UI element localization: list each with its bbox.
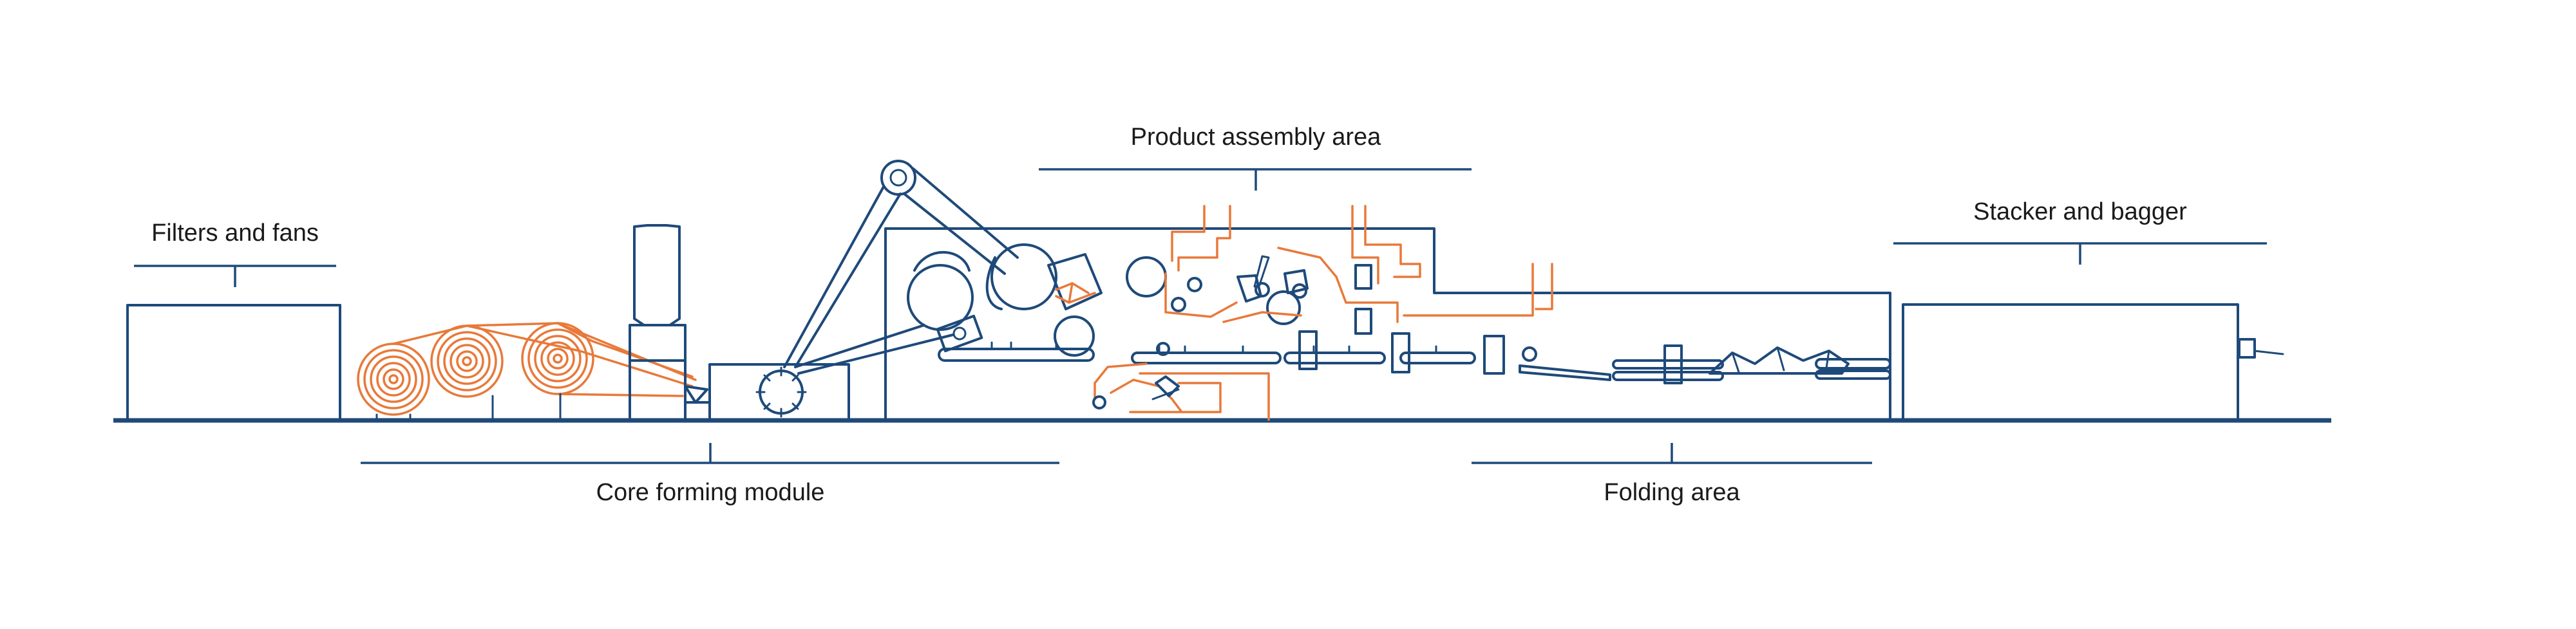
stacker-and-bagger-unit [1902, 303, 2284, 421]
sensor-box-1 [1354, 264, 1372, 290]
material-rolls [357, 322, 697, 422]
assembly-frame [884, 227, 1891, 421]
bagger-outlet [2238, 338, 2256, 359]
label-product-assembly-area: Product assembly area [1131, 124, 1381, 151]
roll-2 [430, 324, 504, 398]
conveyor-rail-2 [1131, 352, 1282, 364]
label-filters-and-fans: Filters and fans [151, 220, 319, 247]
material-feed-6 [1139, 372, 1270, 421]
roller-small-2 [1266, 290, 1301, 325]
roll-stands [375, 393, 562, 422]
roller-large-1 [907, 264, 974, 331]
web-mid-1 [466, 324, 694, 388]
roller-small-1 [1126, 256, 1167, 297]
forming-drum-housing [708, 363, 850, 421]
bracket-core [361, 443, 1059, 464]
core-forming-module [629, 224, 850, 421]
material-feed-2 [1177, 205, 1231, 272]
folding-press [1663, 344, 1683, 384]
roller-large-2 [990, 243, 1057, 310]
material-feed-1 [1171, 205, 1206, 262]
label-group-stacker: Stacker and bagger [1893, 198, 2267, 265]
conveyor-rail-1 [938, 348, 1095, 362]
filters-and-fans-unit [126, 304, 341, 421]
cutter-block [936, 314, 983, 353]
label-stacker-and-bagger: Stacker and bagger [1973, 198, 2187, 225]
press-block-1 [1298, 330, 1318, 370]
bracket-filters [134, 265, 336, 287]
label-group-core: Core forming module [361, 443, 1059, 506]
product-assembly-machine [884, 205, 1891, 421]
material-feed-4 [1364, 205, 1421, 278]
material-feed-5 [1403, 263, 1534, 317]
material-feed-3 [1351, 205, 1379, 285]
folding-rail-2 [1612, 371, 1724, 381]
press-block-3 [1483, 335, 1505, 375]
bracket-folding [1472, 443, 1872, 464]
arm-top-pulley [880, 160, 916, 196]
forming-hopper [633, 224, 681, 326]
press-block-2 [1391, 332, 1410, 373]
label-folding-area: Folding area [1604, 479, 1740, 506]
bracket-stacker [1893, 242, 2267, 265]
sensor-box-2 [1354, 308, 1372, 335]
forming-column [629, 324, 687, 421]
transfer-arm [783, 160, 1019, 375]
stacker-housing [1902, 303, 2239, 421]
conveyor-rail-4 [1399, 352, 1476, 364]
web-mid-2 [556, 322, 694, 378]
label-group-folding: Folding area [1472, 443, 1872, 506]
bracket-assembly [1039, 168, 1472, 191]
roll-1 [357, 343, 430, 416]
web-low [556, 393, 684, 397]
feed-guide [684, 385, 708, 404]
label-core-forming-module: Core forming module [596, 479, 825, 506]
folding-section [1519, 344, 1891, 384]
conveyor-rail-3 [1283, 352, 1386, 364]
folding-slide [1519, 364, 1611, 381]
folding-rail-4 [1815, 370, 1891, 380]
roller-medium [1054, 315, 1095, 357]
folding-rail-3 [1815, 358, 1891, 370]
label-group-assembly: Product assembly area [1039, 124, 1472, 191]
folding-rail-1 [1612, 359, 1724, 370]
web-top [392, 322, 697, 381]
label-group-filters: Filters and fans [134, 220, 336, 287]
applicator-box [1047, 253, 1103, 310]
